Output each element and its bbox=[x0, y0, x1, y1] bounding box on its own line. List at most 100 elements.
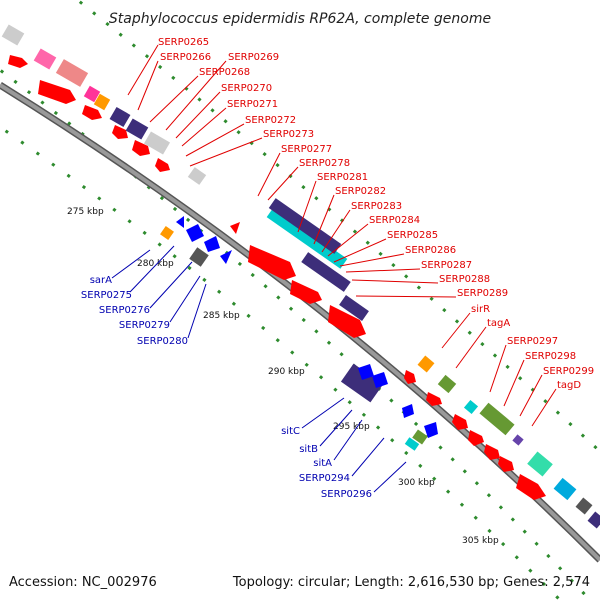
tick-label: 280 kbp bbox=[137, 259, 174, 269]
gene-feature bbox=[186, 224, 204, 242]
gene-feature bbox=[189, 247, 209, 267]
gene-feature bbox=[328, 305, 366, 338]
forward-strand-genes bbox=[8, 55, 546, 500]
accession-text: Accession: NC_002976 bbox=[9, 575, 157, 590]
tick-label: 305 kbp bbox=[462, 536, 499, 546]
gene-label: SERP0265 bbox=[158, 37, 209, 48]
reverse-strand-genes bbox=[160, 216, 438, 451]
gene-label: tagD bbox=[557, 380, 581, 391]
gene-feature bbox=[230, 222, 240, 234]
gene-label: sarA bbox=[90, 275, 112, 286]
gene-feature bbox=[109, 106, 131, 128]
gene-feature bbox=[479, 402, 515, 436]
tick-label: 300 kbp bbox=[398, 478, 435, 488]
gene-label: SERP0275 bbox=[81, 290, 132, 301]
gene-feature bbox=[587, 511, 600, 529]
kbp-ticks: 275 kbp 280 kbp 285 kbp 290 kbp 295 kbp … bbox=[67, 207, 499, 546]
gene-feature bbox=[527, 451, 553, 477]
gene-feature bbox=[266, 207, 348, 269]
gene-feature bbox=[248, 245, 296, 280]
gene-label: SERP0288 bbox=[439, 274, 490, 285]
gene-label: SERP0298 bbox=[525, 351, 576, 362]
gene-feature bbox=[268, 198, 342, 254]
gene-feature bbox=[340, 363, 384, 403]
gene-feature bbox=[372, 372, 388, 388]
gene-feature bbox=[553, 477, 577, 501]
gene-feature bbox=[452, 414, 468, 430]
gene-feature bbox=[402, 404, 414, 418]
gene-label: sirR bbox=[471, 304, 490, 315]
gene-feature bbox=[1, 24, 25, 46]
gene-label: SERP0296 bbox=[321, 489, 372, 500]
gene-label: SERP0280 bbox=[137, 336, 188, 347]
gene-feature bbox=[404, 437, 420, 451]
forward-strand-boxes bbox=[1, 24, 600, 529]
gene-label: SERP0269 bbox=[228, 52, 279, 63]
gene-feature bbox=[55, 59, 89, 87]
gene-label: SERP0278 bbox=[299, 158, 350, 169]
reverse-gene-labels: sarA SERP0275 SERP0276 SERP0279 SERP0280… bbox=[81, 245, 407, 500]
gene-label: SERP0276 bbox=[99, 305, 150, 316]
gene-feature bbox=[33, 48, 57, 70]
gene-feature bbox=[204, 236, 220, 252]
gene-feature bbox=[132, 140, 150, 156]
gene-feature bbox=[112, 125, 128, 139]
gene-feature bbox=[339, 295, 369, 321]
gene-label: sitA bbox=[313, 458, 332, 469]
tick-label: 295 kbp bbox=[333, 422, 370, 432]
gene-feature bbox=[498, 456, 514, 472]
gene-label: SERP0266 bbox=[160, 52, 211, 63]
gene-feature bbox=[575, 497, 593, 515]
gene-feature bbox=[358, 364, 374, 380]
gene-label: SERP0273 bbox=[263, 129, 314, 140]
gene-label: SERP0289 bbox=[457, 288, 508, 299]
gene-feature bbox=[417, 355, 435, 373]
gene-feature bbox=[463, 399, 479, 415]
gene-feature bbox=[484, 444, 500, 460]
tick-label: 285 kbp bbox=[203, 311, 240, 321]
gene-label: SERP0287 bbox=[421, 260, 472, 271]
gene-label: sitC bbox=[281, 426, 300, 437]
gene-label: SERP0282 bbox=[335, 186, 386, 197]
gene-feature bbox=[8, 55, 28, 68]
gene-feature bbox=[93, 93, 111, 111]
gene-label: SERP0294 bbox=[299, 473, 350, 484]
gene-feature bbox=[143, 131, 171, 155]
gene-label: tagA bbox=[487, 318, 510, 329]
tick-label: 290 kbp bbox=[268, 367, 305, 377]
gene-feature bbox=[125, 118, 149, 140]
gene-label: SERP0283 bbox=[351, 201, 402, 212]
gene-feature bbox=[83, 85, 101, 103]
gene-feature bbox=[187, 167, 207, 185]
gene-label: SERP0272 bbox=[245, 115, 296, 126]
gene-label: SERP0286 bbox=[405, 245, 456, 256]
gene-feature bbox=[512, 434, 524, 446]
gene-label: SERP0270 bbox=[221, 83, 272, 94]
tick-label: 275 kbp bbox=[67, 207, 104, 217]
gene-label: SERP0299 bbox=[543, 366, 594, 377]
gene-feature bbox=[404, 370, 416, 384]
gene-feature bbox=[426, 392, 442, 406]
gene-feature bbox=[412, 429, 428, 445]
gene-feature bbox=[437, 374, 457, 394]
gene-feature bbox=[220, 250, 232, 264]
gene-label: sitB bbox=[299, 444, 318, 455]
forward-gene-labels: SERP0265 SERP0266 SERP0269 SERP0268 SERP… bbox=[127, 37, 594, 427]
gene-label: SERP0297 bbox=[507, 336, 558, 347]
gene-label: SERP0281 bbox=[317, 172, 368, 183]
gene-feature bbox=[290, 280, 322, 304]
gene-feature bbox=[82, 105, 102, 120]
map-title: Staphylococcus epidermidis RP62A, comple… bbox=[109, 11, 491, 27]
gene-label: SERP0268 bbox=[199, 67, 250, 78]
gene-label: SERP0284 bbox=[369, 215, 420, 226]
gene-label: SERP0277 bbox=[281, 144, 332, 155]
gene-feature bbox=[516, 474, 546, 500]
gene-feature bbox=[176, 216, 184, 228]
gene-label: SERP0279 bbox=[119, 320, 170, 331]
genome-summary-text: Topology: circular; Length: 2,616,530 bp… bbox=[232, 575, 590, 590]
gene-feature bbox=[301, 252, 351, 292]
gene-feature bbox=[424, 422, 438, 438]
gene-feature bbox=[160, 226, 174, 240]
